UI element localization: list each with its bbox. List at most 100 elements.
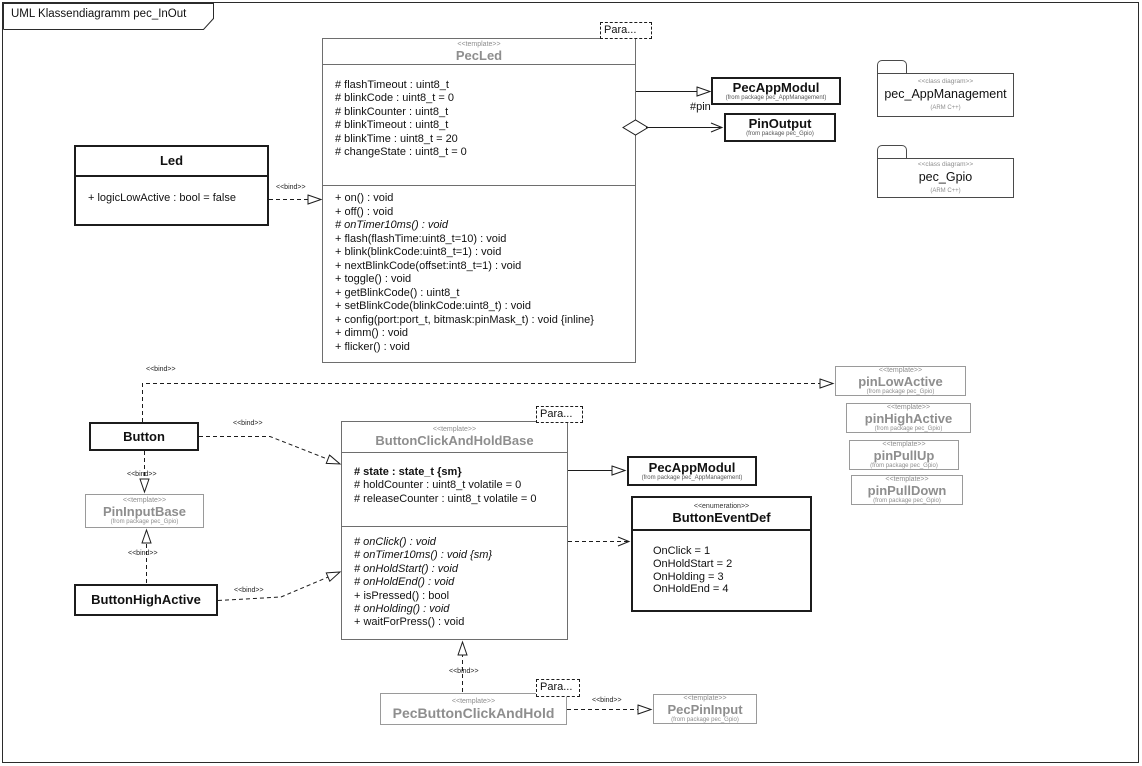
class-pecled[interactable]: <<template>> PecLed # flashTimeout : uin… (322, 38, 636, 363)
member-line: # onHolding() : void (354, 603, 450, 616)
package-stereotype: <<class diagram>> (917, 161, 974, 168)
class-pinhighactive[interactable]: <<template>> pinHighActive (from package… (846, 403, 971, 433)
class-buttonhighactive[interactable]: ButtonHighActive (74, 584, 218, 616)
class-pecbuttonclickandhold[interactable]: <<template>> PecButtonClickAndHold (380, 693, 567, 725)
package-gpio[interactable]: <<class diagram>> pec_Gpio (ARM C++) (877, 158, 1014, 198)
class-led-header: Led (76, 147, 267, 175)
class-name: ButtonHighActive (91, 592, 201, 607)
role-label-pin: #pin (690, 101, 711, 113)
from-package-label: (from package pec_Gpio) (671, 716, 739, 723)
member-line: + isPressed() : bool (354, 589, 450, 602)
package-stereotype: <<class diagram>> (917, 78, 974, 85)
member-line: # onClick() : void (354, 536, 436, 548)
class-pinpulldown[interactable]: <<template>> pinPullDown (from package p… (851, 475, 963, 505)
class-pinoutput[interactable]: PinOutput (from package pec_Gpio) (724, 113, 836, 142)
class-pinlowactive[interactable]: <<template>> pinLowActive (from package … (835, 366, 966, 396)
class-pecappmodul-mid[interactable]: PecAppModul (from package pec_AppManagem… (627, 456, 757, 486)
member-line: OnHolding = 3 (653, 570, 724, 583)
class-buttoneventdef[interactable]: <<enumeration>> ButtonEventDef OnClick =… (631, 496, 812, 612)
template-stereotype: <<template>> (451, 698, 496, 705)
class-pecled-attributes: # flashTimeout : uint8_t# blinkCode : ui… (323, 64, 635, 185)
class-name: PecPinInput (667, 701, 743, 717)
member-line: + toggle() : void (335, 273, 412, 285)
member-line: # changeState : uint8_t = 0 (335, 146, 467, 159)
package-language-label: (ARM C++) (930, 188, 961, 194)
template-stereotype: <<template>> (885, 475, 929, 483)
member-line: + off() : void (335, 205, 394, 218)
member-line: + getBlinkCode() : uint8_t (335, 286, 460, 299)
member-line: # flashTimeout : uint8_t (335, 79, 449, 91)
bind-label-pecbutton-bcahb: <<bind>> (449, 668, 479, 675)
from-package-label: (from package pec_Gpio) (873, 497, 941, 504)
template-stereotype: <<template>> (878, 366, 923, 374)
class-name: Button (123, 428, 165, 444)
package-appmanagement-tab (877, 60, 907, 74)
member-line: # blinkCode : uint8_t = 0 (335, 92, 454, 105)
member-line: + setBlinkCode(blinkCode:uint8_t) : void (335, 300, 531, 312)
template-stereotype: <<template>> (683, 694, 727, 702)
template-parameter-box-pecbutton[interactable]: Para... (536, 679, 580, 697)
from-package-label: (from package pec_Gpio) (874, 425, 943, 432)
from-package-label: (from package pec_AppManagement) (641, 474, 743, 481)
diagram-title: UML Klassendiagramm pec_InOut (11, 8, 187, 20)
class-name: ButtonEventDef (672, 509, 771, 525)
from-package-label: (from package pec_Gpio) (110, 518, 179, 525)
class-name: PecAppModul (648, 459, 736, 475)
member-line: + flash(flashTime:uint8_t=10) : void (335, 232, 507, 245)
template-stereotype: <<template>> (432, 426, 477, 433)
class-led-attributes: + logicLowActive : bool = false (76, 175, 267, 205)
class-led[interactable]: Led + logicLowActive : bool = false (74, 145, 269, 226)
bind-label-button-pininputbase: <<bind>> (127, 471, 157, 478)
member-line: + on() : void (335, 192, 394, 204)
member-line: # onTimer10ms() : void {sm} (354, 549, 493, 562)
class-name: PinInputBase (102, 503, 187, 519)
class-pecappmodul-top[interactable]: PecAppModul (from package pec_AppManagem… (711, 77, 841, 105)
class-pecpininput[interactable]: <<template>> PecPinInput (from package p… (653, 694, 757, 724)
class-bcahb-methods: # onClick() : void# onTimer10ms() : void… (342, 526, 567, 630)
package-gpio-tab (877, 145, 907, 159)
enumeration-stereotype: <<enumeration>> (693, 502, 750, 510)
package-language-label: (ARM C++) (930, 105, 961, 111)
bind-label-button-bcahb: <<bind>> (233, 420, 263, 427)
class-name: pinPullUp (873, 447, 935, 463)
from-package-label: (from package pec_AppManagement) (725, 94, 827, 101)
template-stereotype: <<template>> (457, 40, 501, 48)
from-package-label: (from package pec_Gpio) (870, 462, 938, 469)
member-line: + nextBlinkCode(offset:int8_t=1) : void (335, 259, 522, 272)
template-parameter-box-pecled[interactable]: Para... (600, 22, 652, 39)
member-line: OnHoldStart = 2 (653, 557, 733, 570)
bind-label-button-pinlowactive: <<bind>> (146, 366, 176, 373)
member-line: + blink(blinkCode:uint8_t=1) : void (335, 246, 502, 258)
class-name: pinPullDown (867, 482, 947, 498)
member-line: OnClick = 1 (653, 545, 711, 557)
class-buttonclickandholdbase[interactable]: <<template>> ButtonClickAndHoldBase # st… (341, 421, 568, 640)
bind-label-buttonhighactive-pininputbase: <<bind>> (128, 550, 158, 557)
member-line: # onHoldEnd() : void (354, 576, 455, 589)
class-bcahb-header: <<template>> ButtonClickAndHoldBase (342, 422, 567, 452)
package-name: pec_Gpio (918, 170, 973, 184)
template-stereotype: <<template>> (122, 496, 167, 504)
package-name: pec_AppManagement (884, 87, 1007, 101)
class-pinpullup[interactable]: <<template>> pinPullUp (from package pec… (849, 440, 959, 470)
bind-label-buttonhighactive-bcahb: <<bind>> (234, 587, 264, 594)
member-line: # onTimer10ms() : void (335, 219, 448, 231)
member-line: # holdCounter : uint8_t volatile = 0 (354, 479, 522, 492)
class-button[interactable]: Button (89, 422, 199, 451)
template-parameter-box-bcahb[interactable]: Para... (536, 406, 583, 423)
package-appmanagement[interactable]: <<class diagram>> pec_AppManagement (ARM… (877, 73, 1014, 117)
class-pecled-header: <<template>> PecLed (323, 39, 635, 64)
class-name: ButtonClickAndHoldBase (375, 433, 534, 448)
class-pininputbase[interactable]: <<template>> PinInputBase (from package … (85, 494, 204, 528)
template-stereotype: <<template>> (882, 440, 926, 448)
class-name: pinHighActive (864, 410, 953, 426)
template-stereotype: <<template>> (886, 403, 931, 411)
member-line: # blinkTimeout : uint8_t (335, 119, 449, 132)
member-line: + flicker() : void (335, 340, 410, 353)
from-package-label: (from package pec_Gpio) (866, 388, 935, 395)
class-bcahb-attributes: # state : state_t {sm}# holdCounter : ui… (342, 452, 567, 526)
bind-label-pecbutton-pecpininput: <<bind>> (592, 697, 622, 704)
class-name: PinOutput (748, 116, 812, 131)
